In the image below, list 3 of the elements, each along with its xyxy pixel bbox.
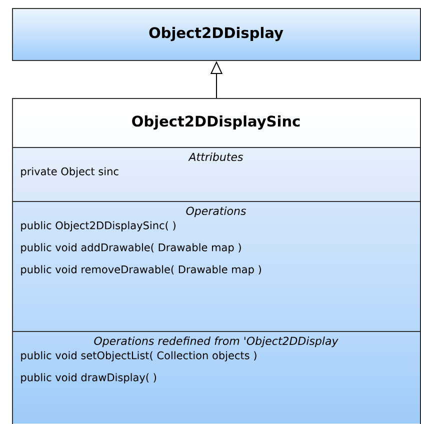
compartment: Attributes private Object sinc — [12, 147, 421, 202]
compartment: Operations redefined from 'Object2DDisplay public void setObjectList( Collection objects ) public void drawDisplay( ) — [12, 331, 421, 424]
class-box: Object2DDisplay — [12, 8, 421, 61]
